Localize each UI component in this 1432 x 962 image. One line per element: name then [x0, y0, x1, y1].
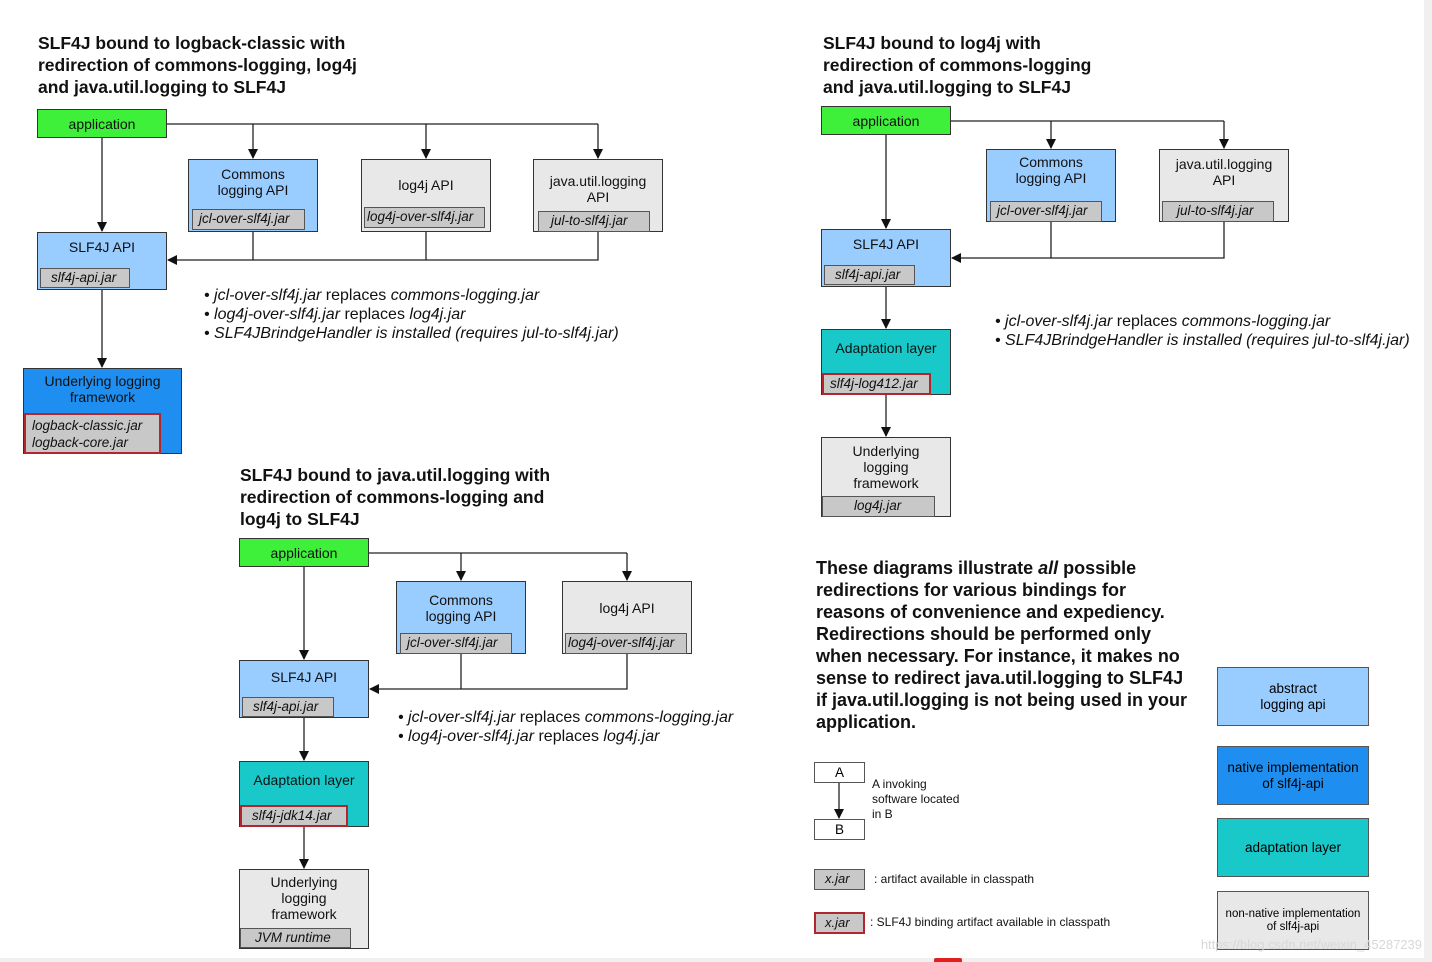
d2-adaptation-label: Adaptation layer: [835, 340, 937, 356]
d1-log4j-box: log4j API log4j-over-slf4j.jar: [361, 159, 491, 232]
d1-commons-jar: jcl-over-slf4j.jar: [192, 209, 305, 230]
watermark-text: https://blog.csdn.net/weixin_45287239: [1200, 937, 1422, 952]
d2-application-box: application: [821, 106, 951, 135]
summary-text: These diagrams illustrate all possible r…: [816, 558, 1188, 732]
d2-adaptation-box: Adaptation layer slf4j-log412.jar: [821, 329, 951, 395]
d1-application-label: application: [68, 116, 136, 132]
legend-binding-jar: x.jar: [814, 912, 865, 934]
d3-note-1: • jcl-over-slf4j.jar replaces commons-lo…: [398, 709, 734, 726]
d2-underlying-label: Underlying logging framework: [852, 443, 920, 491]
d1-underlying-jar: logback-classic.jar logback-core.jar: [24, 413, 161, 454]
d2-slf4j-jar: slf4j-api.jar: [824, 265, 915, 285]
legend-invoking-text: A invoking software located in B: [872, 777, 960, 821]
bottom-red-marker: [934, 958, 962, 962]
d3-commons-box: Commons logging API jcl-over-slf4j.jar: [396, 581, 526, 654]
legend-binding-text: : SLF4J binding artifact available in cl…: [870, 915, 1111, 929]
legend-adaptation-layer: adaptation layer: [1217, 818, 1369, 877]
d3-underlying-jar: JVM runtime: [240, 928, 351, 948]
d1-log4j-label: log4j API: [398, 177, 454, 193]
d1-jul-label: java.util.logging API: [549, 173, 647, 205]
d2-slf4j-label: SLF4J API: [852, 236, 920, 252]
d3-underlying-label: Underlying logging framework: [270, 874, 338, 922]
legend-native-impl: native implementation of slf4j-api: [1217, 746, 1369, 805]
d1-note-3: • SLF4JBrindgeHandler is installed (requ…: [204, 325, 619, 342]
d1-slf4j-jar: slf4j-api.jar: [40, 268, 130, 288]
d1-underlying-label: Underlying logging framework: [44, 373, 161, 405]
legend-a-box: A: [814, 762, 865, 783]
d1-slf4j-label: SLF4J API: [68, 239, 136, 255]
d1-log4j-jar: log4j-over-slf4j.jar: [364, 207, 485, 228]
d3-slf4j-jar: slf4j-api.jar: [242, 697, 334, 717]
d1-slf4j-box: SLF4J API slf4j-api.jar: [37, 232, 167, 290]
d3-adaptation-box: Adaptation layer slf4j-jdk14.jar: [239, 761, 369, 827]
d1-note-1: • jcl-over-slf4j.jar replaces commons-lo…: [204, 287, 540, 304]
legend-artifact-text: : artifact available in classpath: [874, 872, 1035, 886]
d3-notes: • jcl-over-slf4j.jar replaces commons-lo…: [398, 708, 733, 746]
d2-jul-label: java.util.logging API: [1175, 156, 1273, 188]
d1-commons-label: Commons logging API: [217, 166, 289, 198]
legend-b-box: B: [814, 819, 865, 840]
d3-commons-label: Commons logging API: [425, 592, 497, 624]
legend-abstract-api: abstract logging api: [1217, 667, 1369, 726]
d3-log4j-label: log4j API: [599, 600, 655, 616]
d2-underlying-box: Underlying logging framework log4j.jar: [821, 437, 951, 517]
d1-title: SLF4J bound to logback-classic with redi…: [38, 33, 357, 97]
d3-note-2: • log4j-over-slf4j.jar replaces log4j.ja…: [398, 728, 660, 745]
d2-underlying-jar: log4j.jar: [822, 496, 935, 517]
d2-commons-jar: jcl-over-slf4j.jar: [990, 201, 1102, 222]
d2-application-label: application: [852, 113, 920, 129]
d3-slf4j-box: SLF4J API slf4j-api.jar: [239, 660, 369, 718]
scrollbar-track[interactable]: [1424, 0, 1432, 962]
d2-commons-box: Commons logging API jcl-over-slf4j.jar: [986, 149, 1116, 222]
d3-return-line: [460, 654, 628, 690]
d2-jul-box: java.util.logging API jul-to-slf4j.jar: [1159, 149, 1289, 222]
d2-notes: • jcl-over-slf4j.jar replaces commons-lo…: [995, 312, 1410, 350]
d1-application-box: application: [37, 109, 167, 138]
d3-log4j-jar: log4j-over-slf4j.jar: [565, 633, 687, 654]
d3-log4j-box: log4j API log4j-over-slf4j.jar: [562, 581, 692, 654]
d2-note-1: • jcl-over-slf4j.jar replaces commons-lo…: [995, 313, 1331, 330]
d1-note-2: • log4j-over-slf4j.jar replaces log4j.ja…: [204, 306, 466, 323]
d3-adaptation-label: Adaptation layer: [253, 772, 355, 788]
d2-adaptation-jar: slf4j-log412.jar: [822, 373, 931, 395]
legend-nonnative-impl: non-native implementation of slf4j-api: [1217, 891, 1369, 950]
d1-notes: • jcl-over-slf4j.jar replaces commons-lo…: [204, 286, 619, 343]
d2-jul-jar: jul-to-slf4j.jar: [1162, 201, 1274, 222]
d1-underlying-box: Underlying logging framework logback-cla…: [23, 368, 182, 454]
d3-adaptation-jar: slf4j-jdk14.jar: [240, 805, 348, 827]
d2-slf4j-box: SLF4J API slf4j-api.jar: [821, 229, 951, 287]
d1-jul-box: java.util.logging API jul-to-slf4j.jar: [533, 159, 663, 232]
d3-commons-jar: jcl-over-slf4j.jar: [400, 633, 512, 654]
d2-title: SLF4J bound to log4j with redirection of…: [823, 33, 1092, 97]
d2-return-line: [1050, 222, 1225, 259]
bottom-edge: [0, 958, 1432, 962]
d1-return-line: [252, 232, 599, 261]
d3-application-box: application: [239, 538, 369, 567]
d2-commons-label: Commons logging API: [1015, 154, 1087, 186]
d3-underlying-box: Underlying logging framework JVM runtime: [239, 869, 369, 949]
d3-slf4j-label: SLF4J API: [270, 669, 338, 685]
d1-commons-box: Commons logging API jcl-over-slf4j.jar: [188, 159, 318, 232]
d3-title: SLF4J bound to java.util.logging with re…: [240, 465, 551, 529]
d1-jul-jar: jul-to-slf4j.jar: [538, 211, 650, 232]
legend-artifact-jar: x.jar: [814, 869, 865, 890]
d2-note-2: • SLF4JBrindgeHandler is installed (requ…: [995, 332, 1410, 349]
d3-application-label: application: [270, 545, 338, 561]
